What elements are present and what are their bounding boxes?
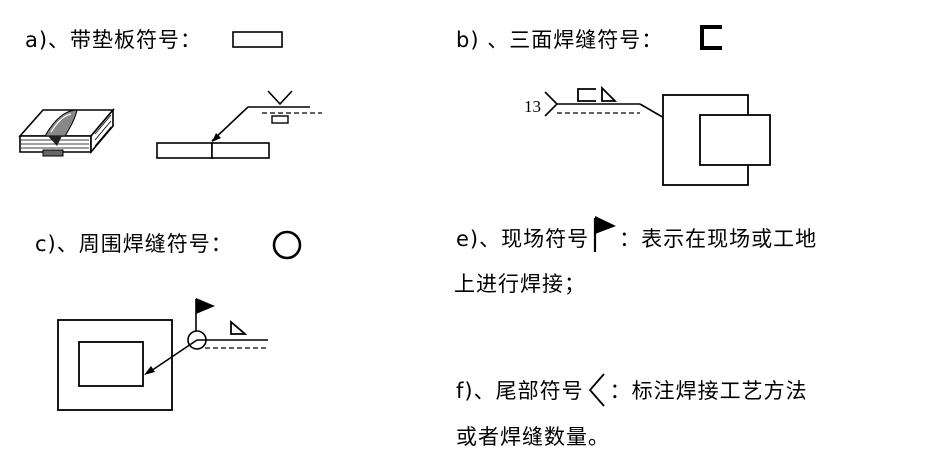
- backing-plate-3d-illustration: [18, 107, 115, 157]
- section-e-prefix: e)、现场符号: [456, 227, 590, 251]
- section-a-caption: a)、带垫板符号：: [25, 27, 202, 53]
- three-side-weld-diagram: [544, 85, 771, 186]
- three-side-weld-symbol-icon: [700, 25, 722, 50]
- section-f-line2: 或者焊缝数量。: [456, 425, 610, 449]
- section-b-caption: b) 、三面焊缝符号：: [456, 27, 663, 53]
- backing-plate-symbol-icon: [232, 31, 283, 48]
- section-c-label: c)、周围焊缝符号：: [35, 232, 233, 256]
- section-f-prefix: f)、尾部符号: [456, 379, 584, 403]
- section-e-line2: 上进行焊接；: [454, 272, 586, 296]
- all-around-weld-diagram: [57, 298, 268, 411]
- section-f-suffix: ：标注焊接工艺方法: [609, 379, 808, 403]
- tail-number-label: 13: [524, 97, 541, 116]
- section-b-label: b) 、三面焊缝符号：: [456, 28, 664, 52]
- tail-symbol-icon: [584, 373, 610, 407]
- field-weld-flag-icon: [589, 216, 619, 252]
- section-f-line1: f)、尾部符号 ：标注焊接工艺方法: [456, 373, 808, 407]
- section-c-caption: c)、周围焊缝符号：: [35, 231, 233, 257]
- section-e-line1: e)、现场符号 ：表示在现场或工地: [456, 216, 818, 252]
- all-around-weld-symbol-icon: [272, 230, 302, 260]
- section-e-suffix: ：表示在现场或工地: [619, 227, 818, 251]
- section-a-label: a)、带垫板符号：: [25, 28, 203, 52]
- backing-plate-weld-diagram: [156, 90, 322, 159]
